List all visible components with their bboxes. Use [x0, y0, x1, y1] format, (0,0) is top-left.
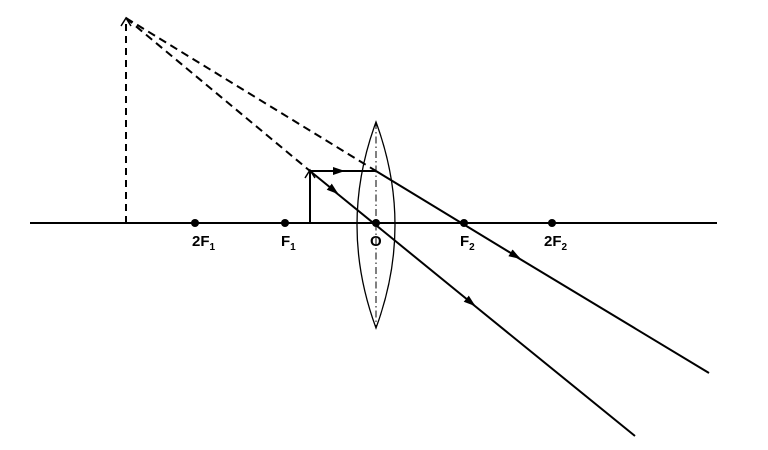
point-2f1: [191, 219, 199, 227]
point-f1: [281, 219, 289, 227]
virtual-ray-extension-2: [125, 17, 311, 172]
point-2f2: [548, 219, 556, 227]
central-ray-part1: [309, 170, 339, 195]
central-ray-part3: [469, 301, 636, 437]
label-f1: F1: [281, 233, 296, 253]
virtual-ray-extension-1: [125, 17, 377, 172]
refracted-ray-f2-part2: [514, 255, 710, 374]
central-ray-part2: [333, 190, 476, 307]
label-f2: F2: [460, 233, 475, 253]
label-2f1: 2F1: [192, 233, 216, 253]
point-f2: [460, 219, 468, 227]
refracted-ray-f2-part1: [375, 170, 521, 260]
point-o: [372, 219, 380, 227]
label-2f2: 2F2: [544, 233, 568, 253]
label-o: O: [370, 233, 382, 250]
